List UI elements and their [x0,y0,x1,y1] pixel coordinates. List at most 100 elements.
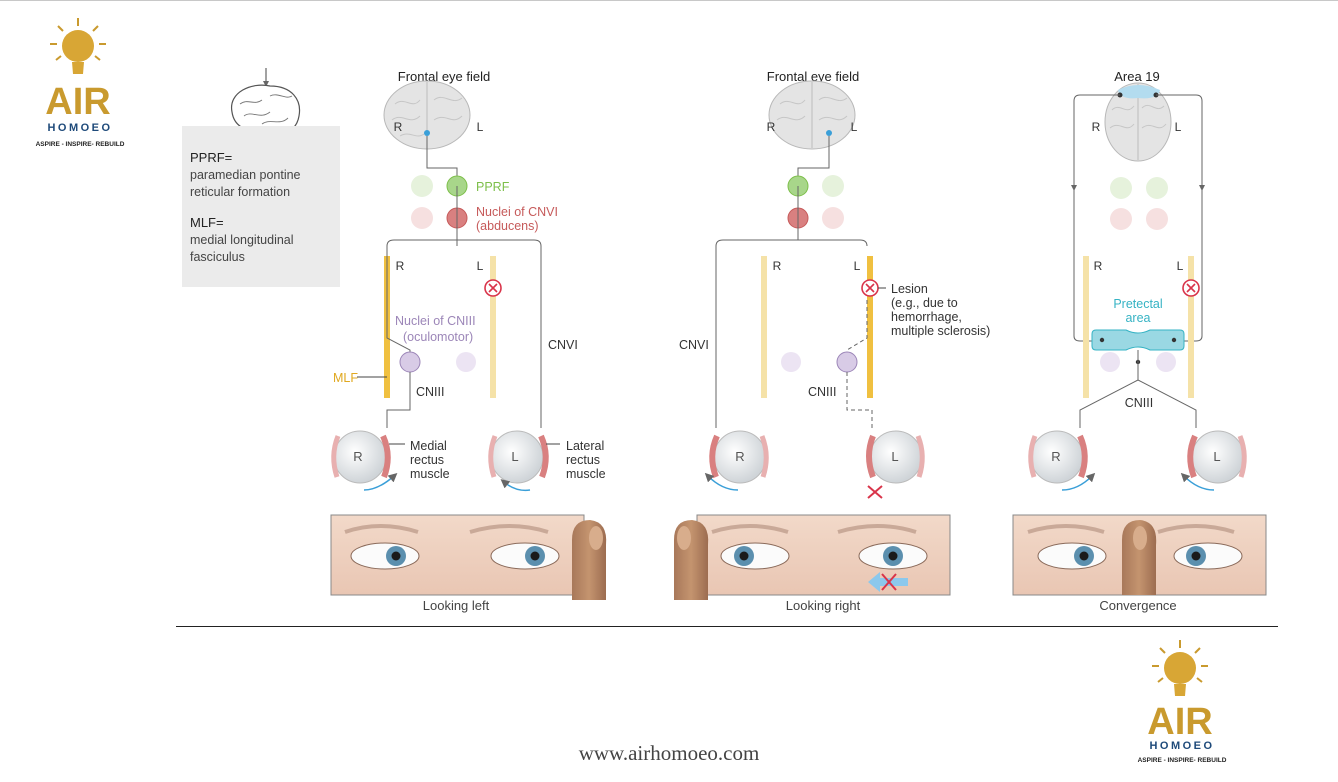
panel1-brain-icon [383,80,471,150]
panel1-pprf-faded [411,175,433,197]
panel2-cniii-faded [781,352,801,372]
panel3-cnvi-faded-l [1146,208,1168,230]
panel1-medial-1: Medial [410,439,447,453]
logo-brand: AIR [45,81,110,123]
panel-looking-right: Frontal eye field R L R L Lesion (e.g., … [674,69,990,613]
panel3-eye-right-icon [1028,430,1096,491]
legend-pprf-text: paramedian pontine reticular formation [190,168,301,199]
panel1-mlf-l: L [477,259,484,273]
panel2-face-image [674,514,951,600]
panel3-mlf-left [1188,256,1194,398]
panel3-pretectal-area [1091,329,1185,351]
panel2-cniii-label: CNIII [808,385,836,399]
panel2-mlf-r: R [773,259,782,273]
panel3-pprf-faded-r [1110,177,1132,199]
panel2-brain-icon [768,80,856,150]
logo-sub: HOMOEO [47,122,112,134]
panel1-eye-l: L [511,449,518,464]
panel-looking-left: Frontal eye field R L PPRF Nuclei of CNV… [330,69,607,613]
website-link[interactable]: www.airhomoeo.com [578,741,760,765]
panel3-mlf-r: R [1094,259,1103,273]
panel2-caption: Looking right [786,598,861,613]
panel3-lesion-icon [1182,279,1200,297]
panel2-lesion-2: (e.g., due to [891,296,958,310]
logo-bottom-brand: AIR [1147,701,1212,743]
panel3-mlf-l: L [1177,259,1184,273]
panel1-top-label: Frontal eye field [398,69,491,84]
panel1-cniii-nuclei-1: Nuclei of CNIII [395,314,476,328]
legend-pprf-title: PPRF= [190,150,233,165]
legend-brain-icon [231,68,301,139]
logo-bottom-sub: HOMOEO [1149,740,1214,752]
panel1-mlf-r: R [396,259,405,273]
panel1-medial-2: rectus [410,453,444,467]
panel3-face-image [1012,514,1267,596]
panel3-cniii-label: CNIII [1125,396,1153,410]
panel2-cniii-left [836,351,858,373]
panel2-eye-right-icon [704,430,769,491]
panel1-eye-left-icon [488,430,549,492]
lightbulb-icon [1152,640,1208,696]
panel2-lesion-1: Lesion [891,282,928,296]
panel2-mlf-l: L [854,259,861,273]
panel3-cniii-r [1100,352,1120,372]
panel1-cnvi-nuclei-1: Nuclei of CNVI [476,205,558,219]
panel-convergence: Area 19 R L R L Pretectal area [1012,69,1267,613]
panel1-lesion-icon [484,279,502,297]
legend-mlf-title: MLF= [190,215,224,230]
panel3-mlf-right [1083,256,1089,398]
panel1-eye-r: R [353,449,362,464]
panel2-lesion-icon [861,279,879,297]
panel2-eye-l: L [891,449,898,464]
panel3-cniii-l [1156,352,1176,372]
panel1-cnvi-nuclei-2: (abducens) [476,219,539,233]
panel3-eye-left-icon [1180,430,1247,491]
panel1-mlf-left [490,256,496,398]
panel3-pretectal-1: Pretectal [1113,297,1162,311]
panel1-cniii-right [399,351,421,373]
panel2-eye-r: R [735,449,744,464]
panel3-eye-r: R [1051,449,1060,464]
panel1-cniii-left [456,352,476,372]
logo-bottom: AIR HOMOEO ASPIRE - INSPIRE- REBUILD [1138,640,1227,764]
panel2-pprf-faded [822,175,844,197]
panel1-cnvi-label: CNVI [548,338,578,352]
panel3-brain-r: R [1092,120,1101,134]
panel1-face-image [330,514,607,600]
panel3-cnvi-faded-r [1110,208,1132,230]
panel2-mlf-left [867,256,873,398]
panel1-cniii-label: CNIII [416,385,444,399]
panel1-lateral-2: rectus [566,453,600,467]
panel3-eye-l: L [1213,449,1220,464]
panel3-pprf-faded-l [1146,177,1168,199]
panel1-branch [386,239,542,247]
panel3-top-label: Area 19 [1114,69,1160,84]
panel3-brain-l: L [1175,120,1182,134]
panel1-brain-r: R [394,120,403,134]
panel1-pprf-label: PPRF [476,180,510,194]
logo-bottom-tagline: ASPIRE - INSPIRE- REBUILD [1138,757,1227,764]
panel2-brain-l: L [851,120,858,134]
panel1-cnvi-faded [411,207,433,229]
panel2-cnvi-faded [822,207,844,229]
panel2-eye-left-icon [866,430,925,499]
panel2-brain-r: R [767,120,776,134]
panel1-lateral-1: Lateral [566,439,604,453]
panel1-caption: Looking left [423,598,490,613]
panel1-brain-l: L [477,120,484,134]
logo-tagline: ASPIRE - INSPIRE- REBUILD [36,141,125,148]
panel1-eye-right-icon [331,430,398,491]
panel3-pretectal-2: area [1125,311,1150,325]
panel1-lateral-3: muscle [566,467,606,481]
legend-box: PPRF= paramedian pontine reticular forma… [182,126,340,287]
panel2-mlf-right [761,256,767,398]
panel2-lesion-4: multiple sclerosis) [891,324,990,338]
logo-top: AIR HOMOEO ASPIRE - INSPIRE- REBUILD [36,18,125,148]
panel1-medial-3: muscle [410,467,450,481]
panel1-mlf-label: MLF [333,371,358,385]
panel2-top-label: Frontal eye field [767,69,860,84]
legend-mlf-text: medial longitudinal fasciculus [190,233,294,264]
panel3-caption: Convergence [1099,598,1176,613]
lightbulb-icon [50,18,106,74]
panel1-cniii-nuclei-2: (oculomotor) [403,330,473,344]
